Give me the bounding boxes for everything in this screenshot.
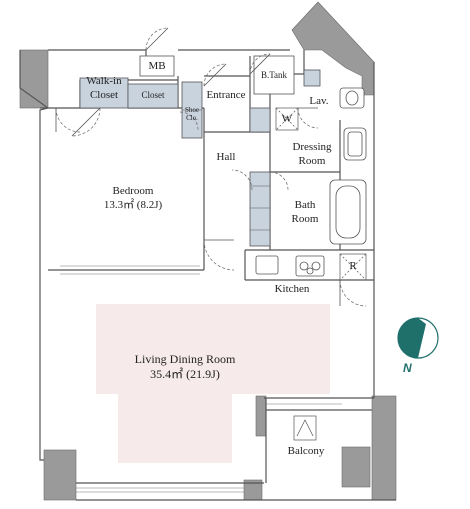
b-tank-box: [253, 55, 295, 95]
compass-north-label: N: [403, 361, 412, 375]
dressing-room-line1: Dressing: [292, 141, 332, 153]
windows: [60, 265, 342, 493]
b-tank-label: B.Tank: [260, 70, 288, 80]
living-dining-room-name: Living Dining Room: [134, 352, 236, 366]
living-dining-room-area: 35.4㎡ (21.9J): [150, 367, 220, 381]
balcony-label: Balcony: [287, 445, 325, 457]
closet-label: Closet: [141, 90, 165, 100]
entrance-label: Entrance: [206, 89, 246, 101]
bath-room-line1: Bath: [294, 199, 316, 211]
shoe-closet-label: Shoe Clo.: [181, 106, 203, 122]
hall-label: Hall: [216, 151, 236, 163]
walk-in-closet-line2: Closet: [89, 89, 119, 101]
mb-label: MB: [148, 60, 166, 72]
mb-box: [139, 55, 175, 77]
shoe-closet-line1: Shoe: [185, 106, 199, 114]
compass-icon: [397, 317, 439, 359]
kitchen-label: Kitchen: [274, 283, 310, 295]
bath-room-label: Bath Room: [280, 198, 330, 226]
refrigerator-label: R: [349, 260, 357, 272]
shoe-closet-line2: Clo.: [186, 114, 198, 122]
lav-label: Lav.: [309, 95, 329, 107]
w-label: W: [281, 113, 293, 125]
bathtub: [329, 179, 367, 245]
bath-room-line2: Room: [291, 213, 319, 225]
refrigerator: [339, 253, 367, 281]
walk-in-closet-line1: Walk-in: [86, 75, 122, 87]
dressing-room-line2: Room: [298, 155, 326, 167]
balcony-unit: [293, 415, 317, 441]
dressing-room-label: Dressing Room: [280, 140, 344, 168]
door-leaves: [55, 27, 341, 306]
living-room-highlight: [96, 304, 330, 463]
bedroom-area: 13.3㎡ (8.2J): [103, 199, 163, 211]
washer-box: [275, 107, 299, 131]
closet-fixtures: [79, 69, 321, 247]
lavatory-fixtures: [339, 87, 367, 161]
living-dining-room-label: Living Dining Room 35.4㎡ (21.9J): [110, 352, 260, 382]
walk-in-closet-label: Walk-in Closet: [80, 74, 128, 102]
bedroom-label: Bedroom 13.3㎡ (8.2J): [80, 184, 186, 212]
closet-dividers: [182, 109, 270, 231]
kitchen-fixtures: [255, 255, 325, 277]
bedroom-name: Bedroom: [112, 185, 154, 197]
